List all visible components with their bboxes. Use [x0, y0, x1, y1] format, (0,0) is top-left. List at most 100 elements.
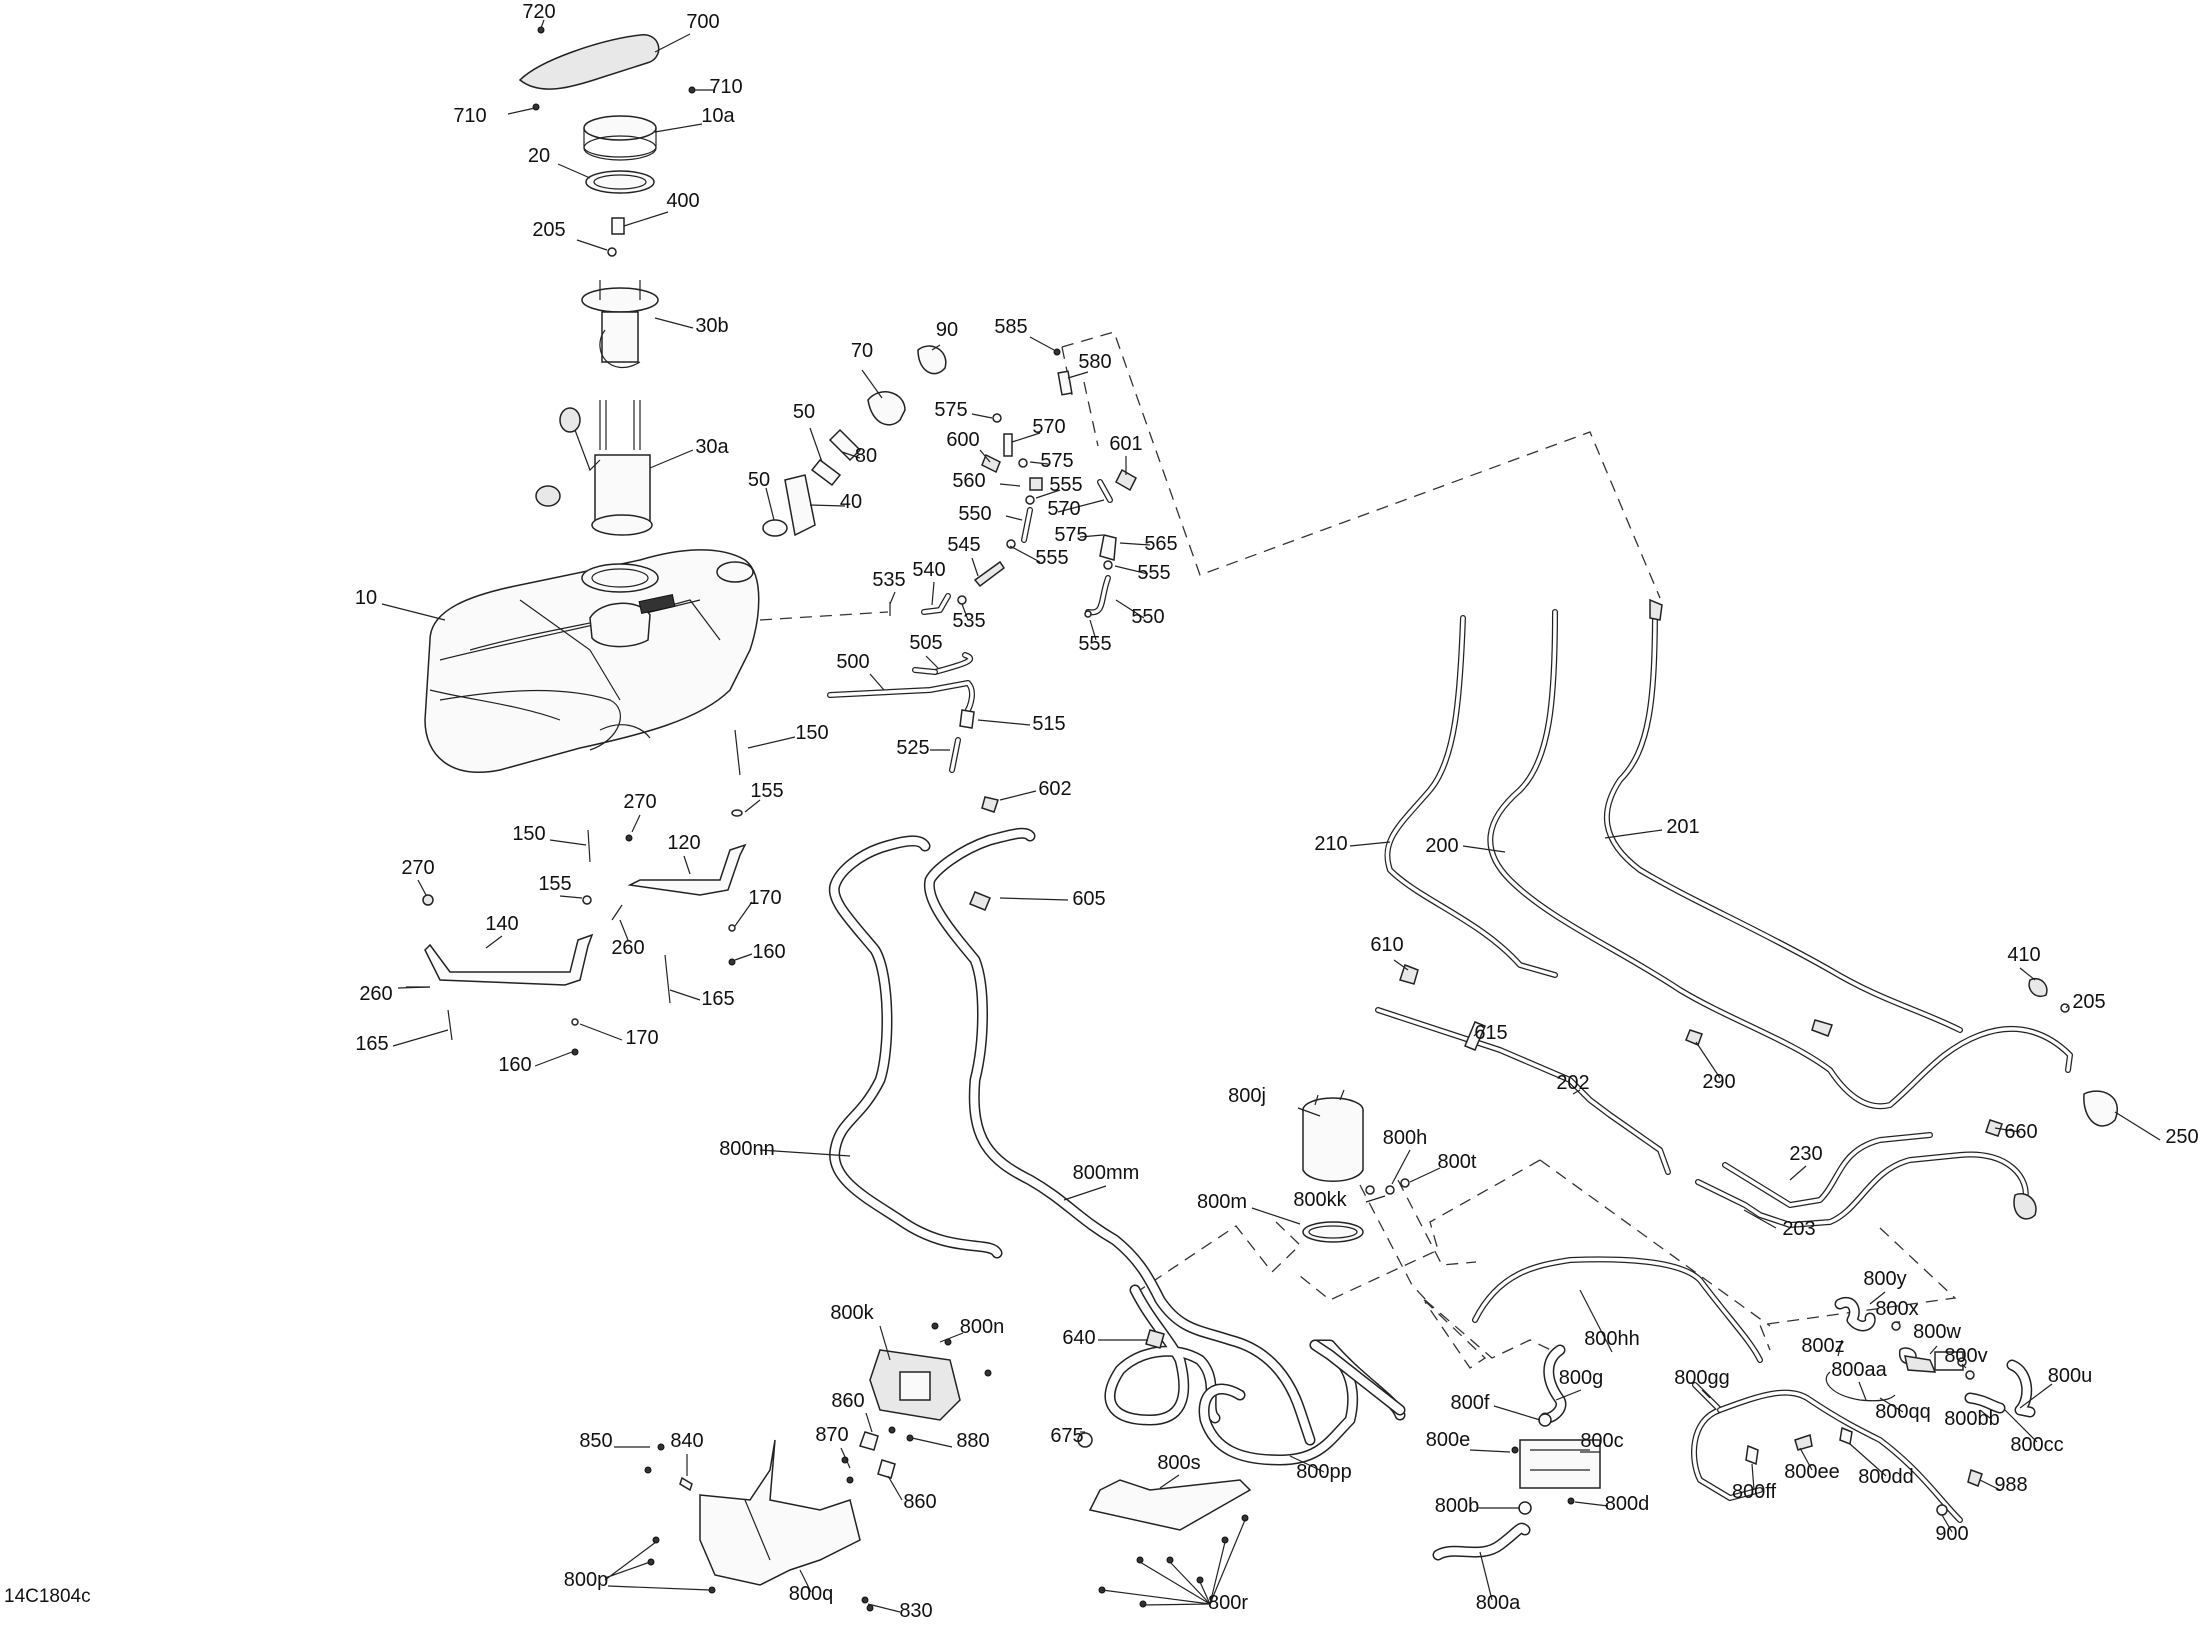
callout-label: 988 — [1994, 1474, 2027, 1496]
callout-label: 800k — [830, 1302, 874, 1324]
filler-neck-parts — [762, 345, 947, 537]
callout-label: 610 — [1370, 934, 1403, 956]
callout-label: 600 — [946, 429, 979, 451]
callout-label: 800e — [1426, 1429, 1471, 1451]
callout-label: 800mm — [1073, 1162, 1140, 1184]
callout-label: 515 — [1032, 713, 1065, 735]
drawing-id: 14C1804c — [4, 1586, 91, 1607]
callout-label: 800a — [1476, 1592, 1521, 1614]
callout-label: 800ff — [1732, 1481, 1777, 1503]
callout-label: 720 — [522, 1, 555, 23]
callout-label: 155 — [538, 873, 571, 895]
callout-label: 155 — [750, 780, 783, 802]
callout-label: 30b — [695, 315, 728, 337]
callout-label: 203 — [1782, 1218, 1815, 1240]
callout-label: 160 — [498, 1054, 531, 1076]
callout-label: 840 — [670, 1430, 703, 1452]
callout-label: 80 — [855, 445, 877, 467]
assembly-dashed-lines — [759, 331, 1957, 1369]
callout-label: 900 — [1935, 1523, 1968, 1545]
callout-label: 570 — [1032, 416, 1065, 438]
callout-label: 260 — [359, 983, 392, 1005]
callout-label: 800m — [1197, 1191, 1247, 1213]
callout-label: 800j — [1228, 1085, 1266, 1107]
callout-label: 570 — [1047, 498, 1080, 520]
callout-label: 555 — [1137, 562, 1170, 584]
callout-label: 170 — [625, 1027, 658, 1049]
callout-label: 70 — [851, 340, 873, 362]
callout-label: 20 — [528, 145, 550, 167]
callout-label: 545 — [947, 534, 980, 556]
callout-label: 640 — [1062, 1327, 1095, 1349]
callout-label: 575 — [1054, 524, 1087, 546]
callout-label: 150 — [795, 722, 828, 744]
callout-label: 580 — [1078, 351, 1111, 373]
callout-label: 270 — [401, 857, 434, 879]
callout-label: 210 — [1314, 833, 1347, 855]
callout-label: 700 — [686, 11, 719, 33]
callout-label: 800w — [1913, 1321, 1961, 1343]
callout-label: 565 — [1144, 533, 1177, 555]
mounting-straps — [406, 729, 747, 1056]
callout-label: 90 — [936, 319, 958, 341]
long-hoses — [828, 827, 1406, 1466]
purge-valve-assembly — [644, 1322, 992, 1612]
callout-label: 550 — [958, 503, 991, 525]
callout-label: 201 — [1666, 816, 1699, 838]
callout-label: 550 — [1131, 606, 1164, 628]
callout-label: 230 — [1789, 1143, 1822, 1165]
callout-label: 170 — [748, 887, 781, 909]
pump-assembly — [518, 26, 696, 536]
callout-label: 505 — [909, 632, 942, 654]
callout-label: 800aa — [1831, 1359, 1887, 1381]
callout-label: 800c — [1580, 1430, 1623, 1452]
callout-label: 880 — [956, 1430, 989, 1452]
callout-label: 800y — [1863, 1268, 1906, 1290]
callout-label: 675 — [1050, 1425, 1083, 1447]
callout-label: 150 — [512, 823, 545, 845]
callout-label: 800z — [1801, 1335, 1844, 1357]
callout-label: 601 — [1109, 433, 1142, 455]
callout-label: 660 — [2004, 1121, 2037, 1143]
callout-label: 555 — [1049, 474, 1082, 496]
callout-label: 800nn — [719, 1138, 775, 1160]
callout-label: 410 — [2007, 944, 2040, 966]
callout-label: 800b — [1435, 1495, 1480, 1517]
callout-label: 800n — [960, 1316, 1005, 1338]
callout-label: 555 — [1078, 633, 1111, 655]
callout-label: 602 — [1038, 778, 1071, 800]
callout-label: 575 — [1040, 450, 1073, 472]
callout-label: 10 — [355, 587, 377, 609]
callout-label: 560 — [952, 470, 985, 492]
callout-label: 40 — [840, 491, 862, 513]
callout-label: 800ee — [1784, 1461, 1840, 1483]
callout-label: 615 — [1474, 1022, 1507, 1044]
fuel-tank — [424, 549, 760, 773]
callout-label: 830 — [899, 1600, 932, 1622]
lines-202-203-230 — [1375, 964, 2118, 1228]
callout-label: 800qq — [1875, 1401, 1931, 1423]
callout-label: 800dd — [1858, 1466, 1914, 1488]
callout-label: 50 — [748, 469, 770, 491]
callout-label: 290 — [1702, 1071, 1735, 1093]
callout-label: 200 — [1425, 835, 1458, 857]
callout-label: 540 — [912, 559, 945, 581]
callout-label: 250 — [2165, 1126, 2198, 1148]
callout-label: 800q — [789, 1583, 834, 1605]
callout-label: 160 — [752, 941, 785, 963]
callout-label: 800pp — [1296, 1461, 1352, 1483]
callout-label: 800gg — [1674, 1367, 1730, 1389]
callout-label: 800u — [2048, 1365, 2093, 1387]
callout-label: 800d — [1605, 1493, 1650, 1515]
callout-label: 202 — [1556, 1072, 1589, 1094]
callout-label: 30a — [695, 436, 729, 458]
vent-lines — [827, 652, 999, 813]
callout-label: 850 — [579, 1430, 612, 1452]
vent-fittings — [889, 348, 1137, 618]
callout-label: 165 — [701, 988, 734, 1010]
callout-label: 800x — [1875, 1298, 1918, 1320]
leader-lines — [381, 19, 2161, 1613]
callout-label: 860 — [903, 1491, 936, 1513]
